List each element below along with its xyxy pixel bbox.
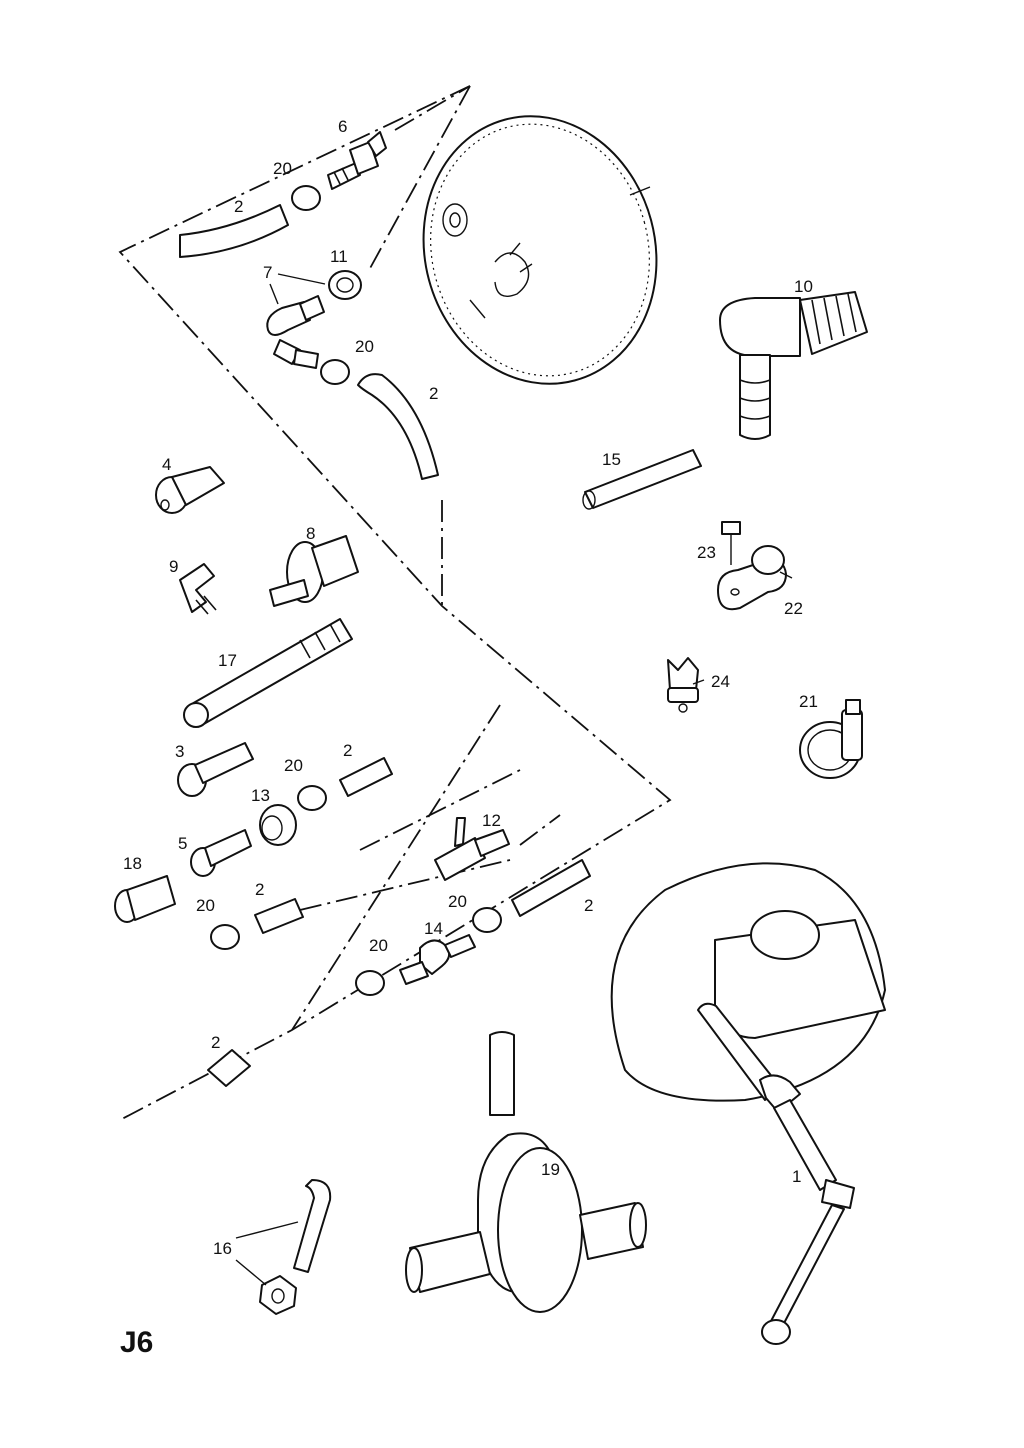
page-code: J6 — [120, 1326, 153, 1359]
elbow-connector-10 — [719, 291, 868, 440]
fitting-6 — [327, 131, 387, 190]
clip-22 — [717, 545, 787, 611]
callout-2: 2 — [234, 197, 243, 216]
brake-servo-top — [422, 115, 658, 385]
pipe-17 — [183, 618, 353, 728]
callout-10: 10 — [794, 277, 813, 296]
valve-8 — [269, 535, 359, 607]
callout-22: 22 — [784, 599, 803, 618]
bolt-23 — [721, 521, 741, 565]
callout-3: 3 — [175, 742, 184, 761]
ring-13 — [259, 804, 297, 846]
connector-5 — [190, 829, 252, 877]
callout-20: 20 — [355, 337, 374, 356]
tube-15 — [582, 449, 702, 510]
callout-8: 8 — [306, 524, 315, 543]
clip-24 — [667, 657, 699, 713]
callout-6: 6 — [338, 117, 347, 136]
callout-1: 1 — [792, 1167, 801, 1186]
callout-19: 19 — [541, 1160, 560, 1179]
callout-2: 2 — [211, 1033, 220, 1052]
brake-servo-assembly-1 — [610, 862, 886, 1345]
callout-13: 13 — [251, 786, 270, 805]
callout-20: 20 — [369, 936, 388, 955]
callout-labels: 1 2 2 2 2 2 2 3 4 5 6 7 8 9 10 11 12 13 … — [123, 117, 818, 1258]
callout-2: 2 — [343, 741, 352, 760]
callout-20: 20 — [284, 756, 303, 775]
callout-2: 2 — [429, 384, 438, 403]
connector-3 — [177, 742, 254, 797]
callout-4: 4 — [162, 455, 171, 474]
callout-17: 17 — [218, 651, 237, 670]
pipe-16 — [259, 1179, 332, 1315]
callout-23: 23 — [697, 543, 716, 562]
callout-16: 16 — [213, 1239, 232, 1258]
hose-2-top — [179, 204, 439, 480]
check-valve-19 — [405, 1031, 647, 1313]
callout-24: 24 — [711, 672, 730, 691]
t-valve-12 — [434, 817, 510, 881]
callout-18: 18 — [123, 854, 142, 873]
hose-2-lower — [207, 757, 591, 1087]
callout-15: 15 — [602, 450, 621, 469]
valve-14 — [399, 934, 476, 985]
callout-20: 20 — [448, 892, 467, 911]
connector-4 — [155, 466, 225, 514]
elbow-7 — [266, 295, 325, 369]
assembly-outline — [118, 85, 672, 1121]
callout-2: 2 — [255, 880, 264, 899]
hose-clamp-21 — [799, 699, 863, 779]
callout-5: 5 — [178, 834, 187, 853]
callout-9: 9 — [169, 557, 178, 576]
callout-14: 14 — [424, 919, 443, 938]
callout-11: 11 — [330, 247, 348, 266]
callout-20: 20 — [273, 159, 292, 178]
fitting-18 — [114, 875, 176, 923]
hose-clamps-20 — [210, 185, 502, 996]
callout-20: 20 — [196, 896, 215, 915]
callout-12: 12 — [482, 811, 501, 830]
leader-lines — [235, 273, 793, 1286]
grommet-11 — [328, 270, 362, 300]
callout-21: 21 — [799, 692, 818, 711]
elbow-9 — [179, 563, 217, 615]
callout-7: 7 — [263, 263, 272, 282]
callout-2: 2 — [584, 896, 593, 915]
